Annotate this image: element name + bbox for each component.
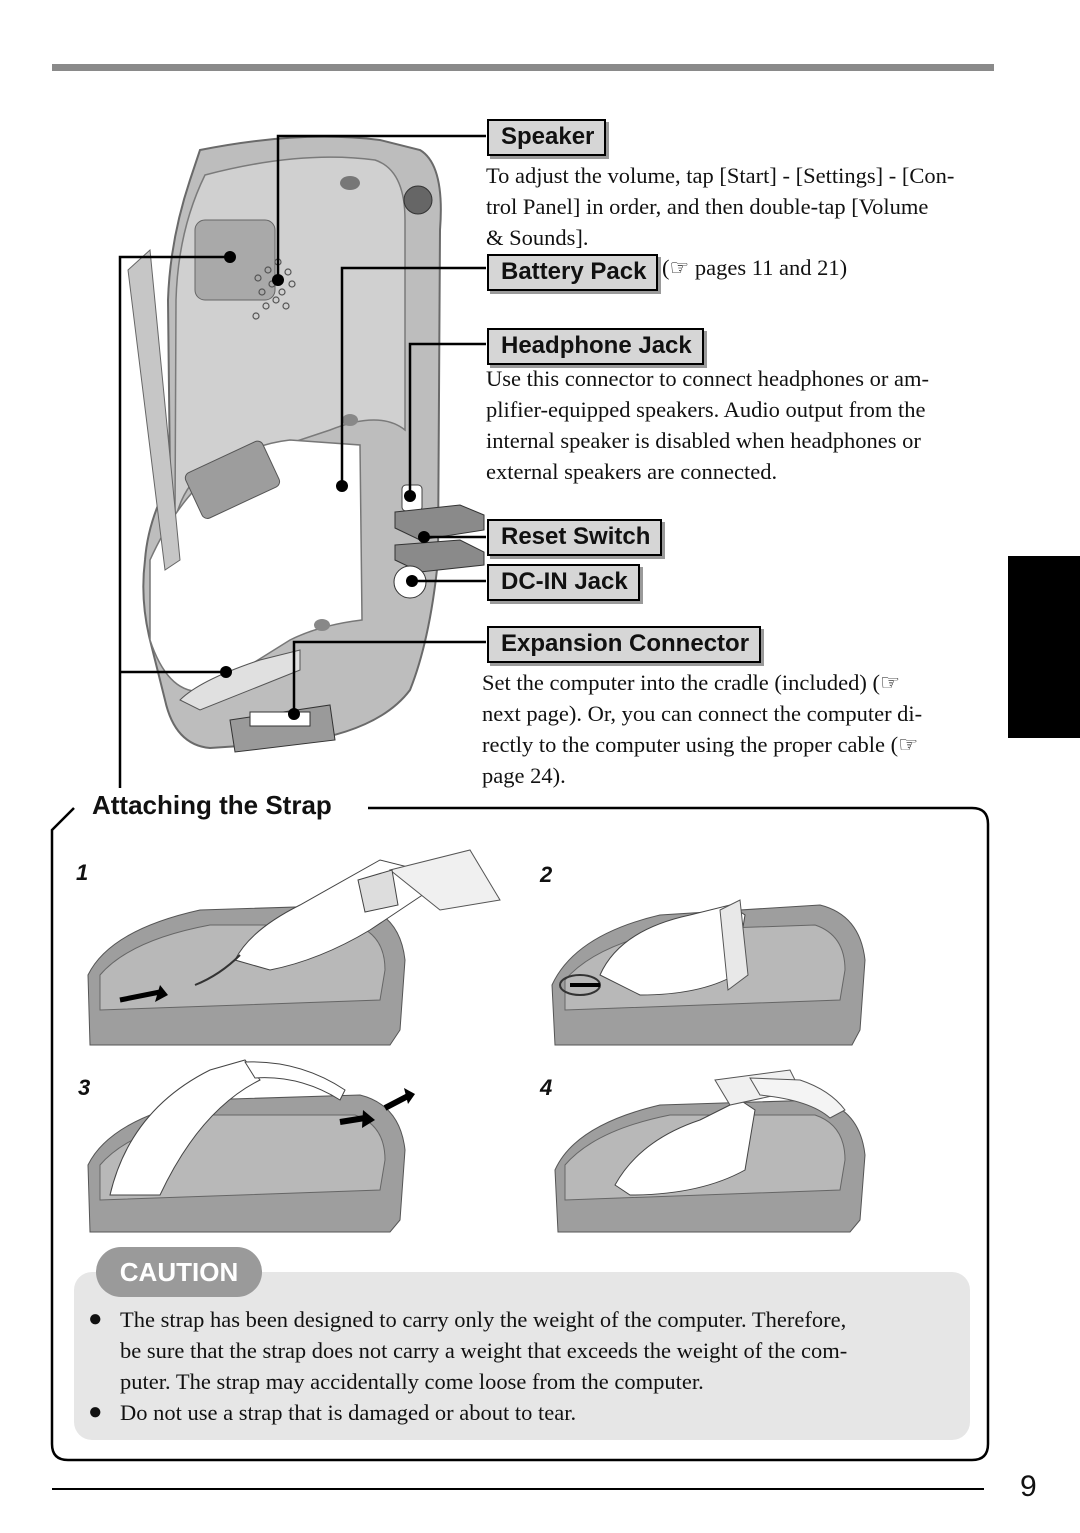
leader-dots xyxy=(220,251,430,720)
step-1-illustration xyxy=(87,849,501,1046)
reset-switch-part xyxy=(394,504,485,541)
step-number-1: 1 xyxy=(76,860,89,885)
reset-switch-label: Reset Switch xyxy=(487,519,663,556)
chapter-side-tab xyxy=(1008,556,1080,738)
bullet-icon: ● xyxy=(88,1306,103,1332)
dc-in-jack-label: DC-IN Jack xyxy=(487,564,640,601)
caution-item-2: Do not use a strap that is damaged or ab… xyxy=(120,1400,577,1425)
step-2-illustration xyxy=(551,899,866,1046)
speaker-label: Speaker xyxy=(487,119,607,156)
bullet-icon: ● xyxy=(88,1399,103,1425)
step-number-4: 4 xyxy=(540,1075,553,1100)
step-4-illustration xyxy=(554,1069,866,1233)
battery-pack-reference: (☞ pages 11 and 21) xyxy=(662,255,848,280)
battery-pack-label: Battery Pack xyxy=(487,254,659,291)
header-rule xyxy=(52,64,994,71)
headphone-jack-label: Headphone Jack xyxy=(487,328,704,365)
headphone-jack-description: Use this connector to connect headphones… xyxy=(486,366,929,484)
section-title-attaching-strap: Attaching the Strap xyxy=(92,790,342,821)
step-number-3: 3 xyxy=(78,1075,91,1100)
expansion-connector-label: Expansion Connector xyxy=(487,626,762,663)
caution-item-1: The strap has been designed to carry onl… xyxy=(120,1307,848,1394)
caution-panel xyxy=(74,1272,970,1440)
expansion-connector-description: Set the computer into the cradle (includ… xyxy=(482,670,923,788)
leader-lines xyxy=(118,134,486,788)
caution-badge: CAUTION xyxy=(96,1247,262,1297)
step-number-2: 2 xyxy=(540,862,553,887)
footer-rule xyxy=(52,1488,984,1490)
step-3-illustration xyxy=(87,1059,415,1233)
pointing-hand-icon: ☞ xyxy=(669,255,690,280)
speaker-description: To adjust the volume, tap [Start] - [Set… xyxy=(486,163,955,250)
page-number: 9 xyxy=(1020,1470,1037,1503)
